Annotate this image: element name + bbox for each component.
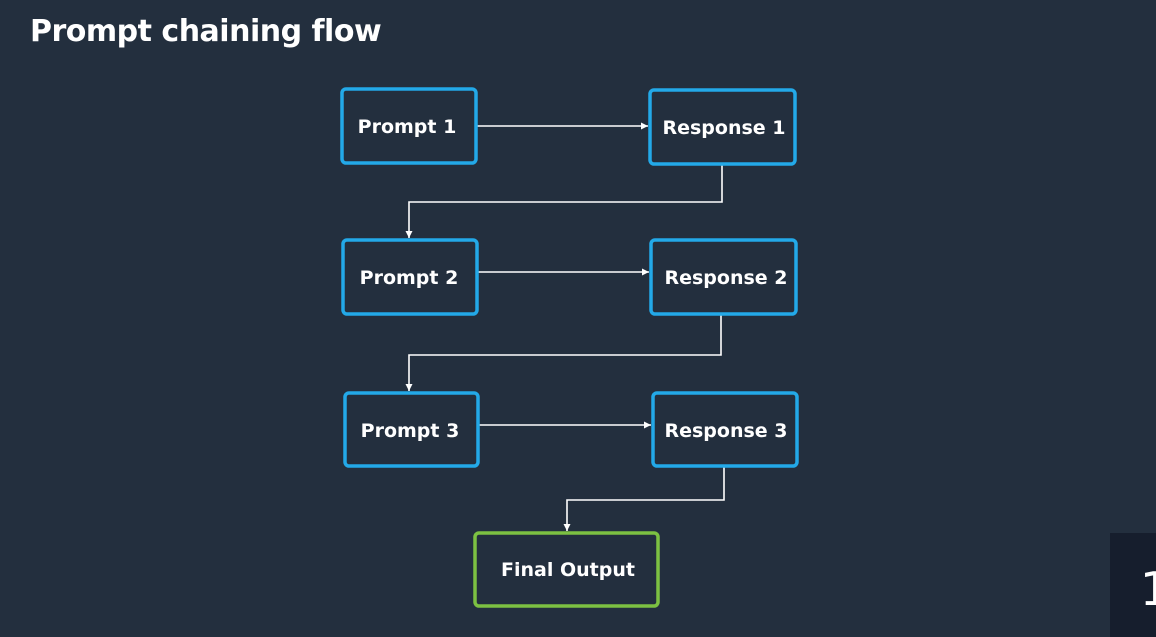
node-label-response-2: Response 2: [664, 267, 787, 289]
node-response-3: Response 3: [651, 391, 799, 468]
page-indicator: 1: [1110, 533, 1156, 637]
node-label-prompt-2: Prompt 2: [360, 267, 459, 289]
node-prompt-1: Prompt 1: [340, 87, 478, 165]
node-response-1: Response 1: [648, 88, 797, 166]
node-label-response-3: Response 3: [664, 420, 787, 442]
node-label-prompt-1: Prompt 1: [358, 116, 457, 138]
connector-response1-prompt2: [405, 164, 723, 238]
node-label-prompt-3: Prompt 3: [361, 420, 460, 442]
slide-title: Prompt chaining flow: [30, 14, 382, 49]
connectors: [405, 122, 725, 531]
node-response-2: Response 2: [649, 238, 798, 316]
node-prompt-2: Prompt 2: [341, 238, 479, 316]
node-prompt-3: Prompt 3: [343, 391, 480, 468]
node-label-response-1: Response 1: [662, 117, 785, 139]
connector-response2-prompt3: [405, 315, 722, 391]
node-final-output: Final Output: [473, 531, 660, 608]
node-label-final-output: Final Output: [501, 559, 635, 581]
page-number: 1: [1140, 562, 1156, 616]
connector-response3-final: [563, 467, 725, 531]
